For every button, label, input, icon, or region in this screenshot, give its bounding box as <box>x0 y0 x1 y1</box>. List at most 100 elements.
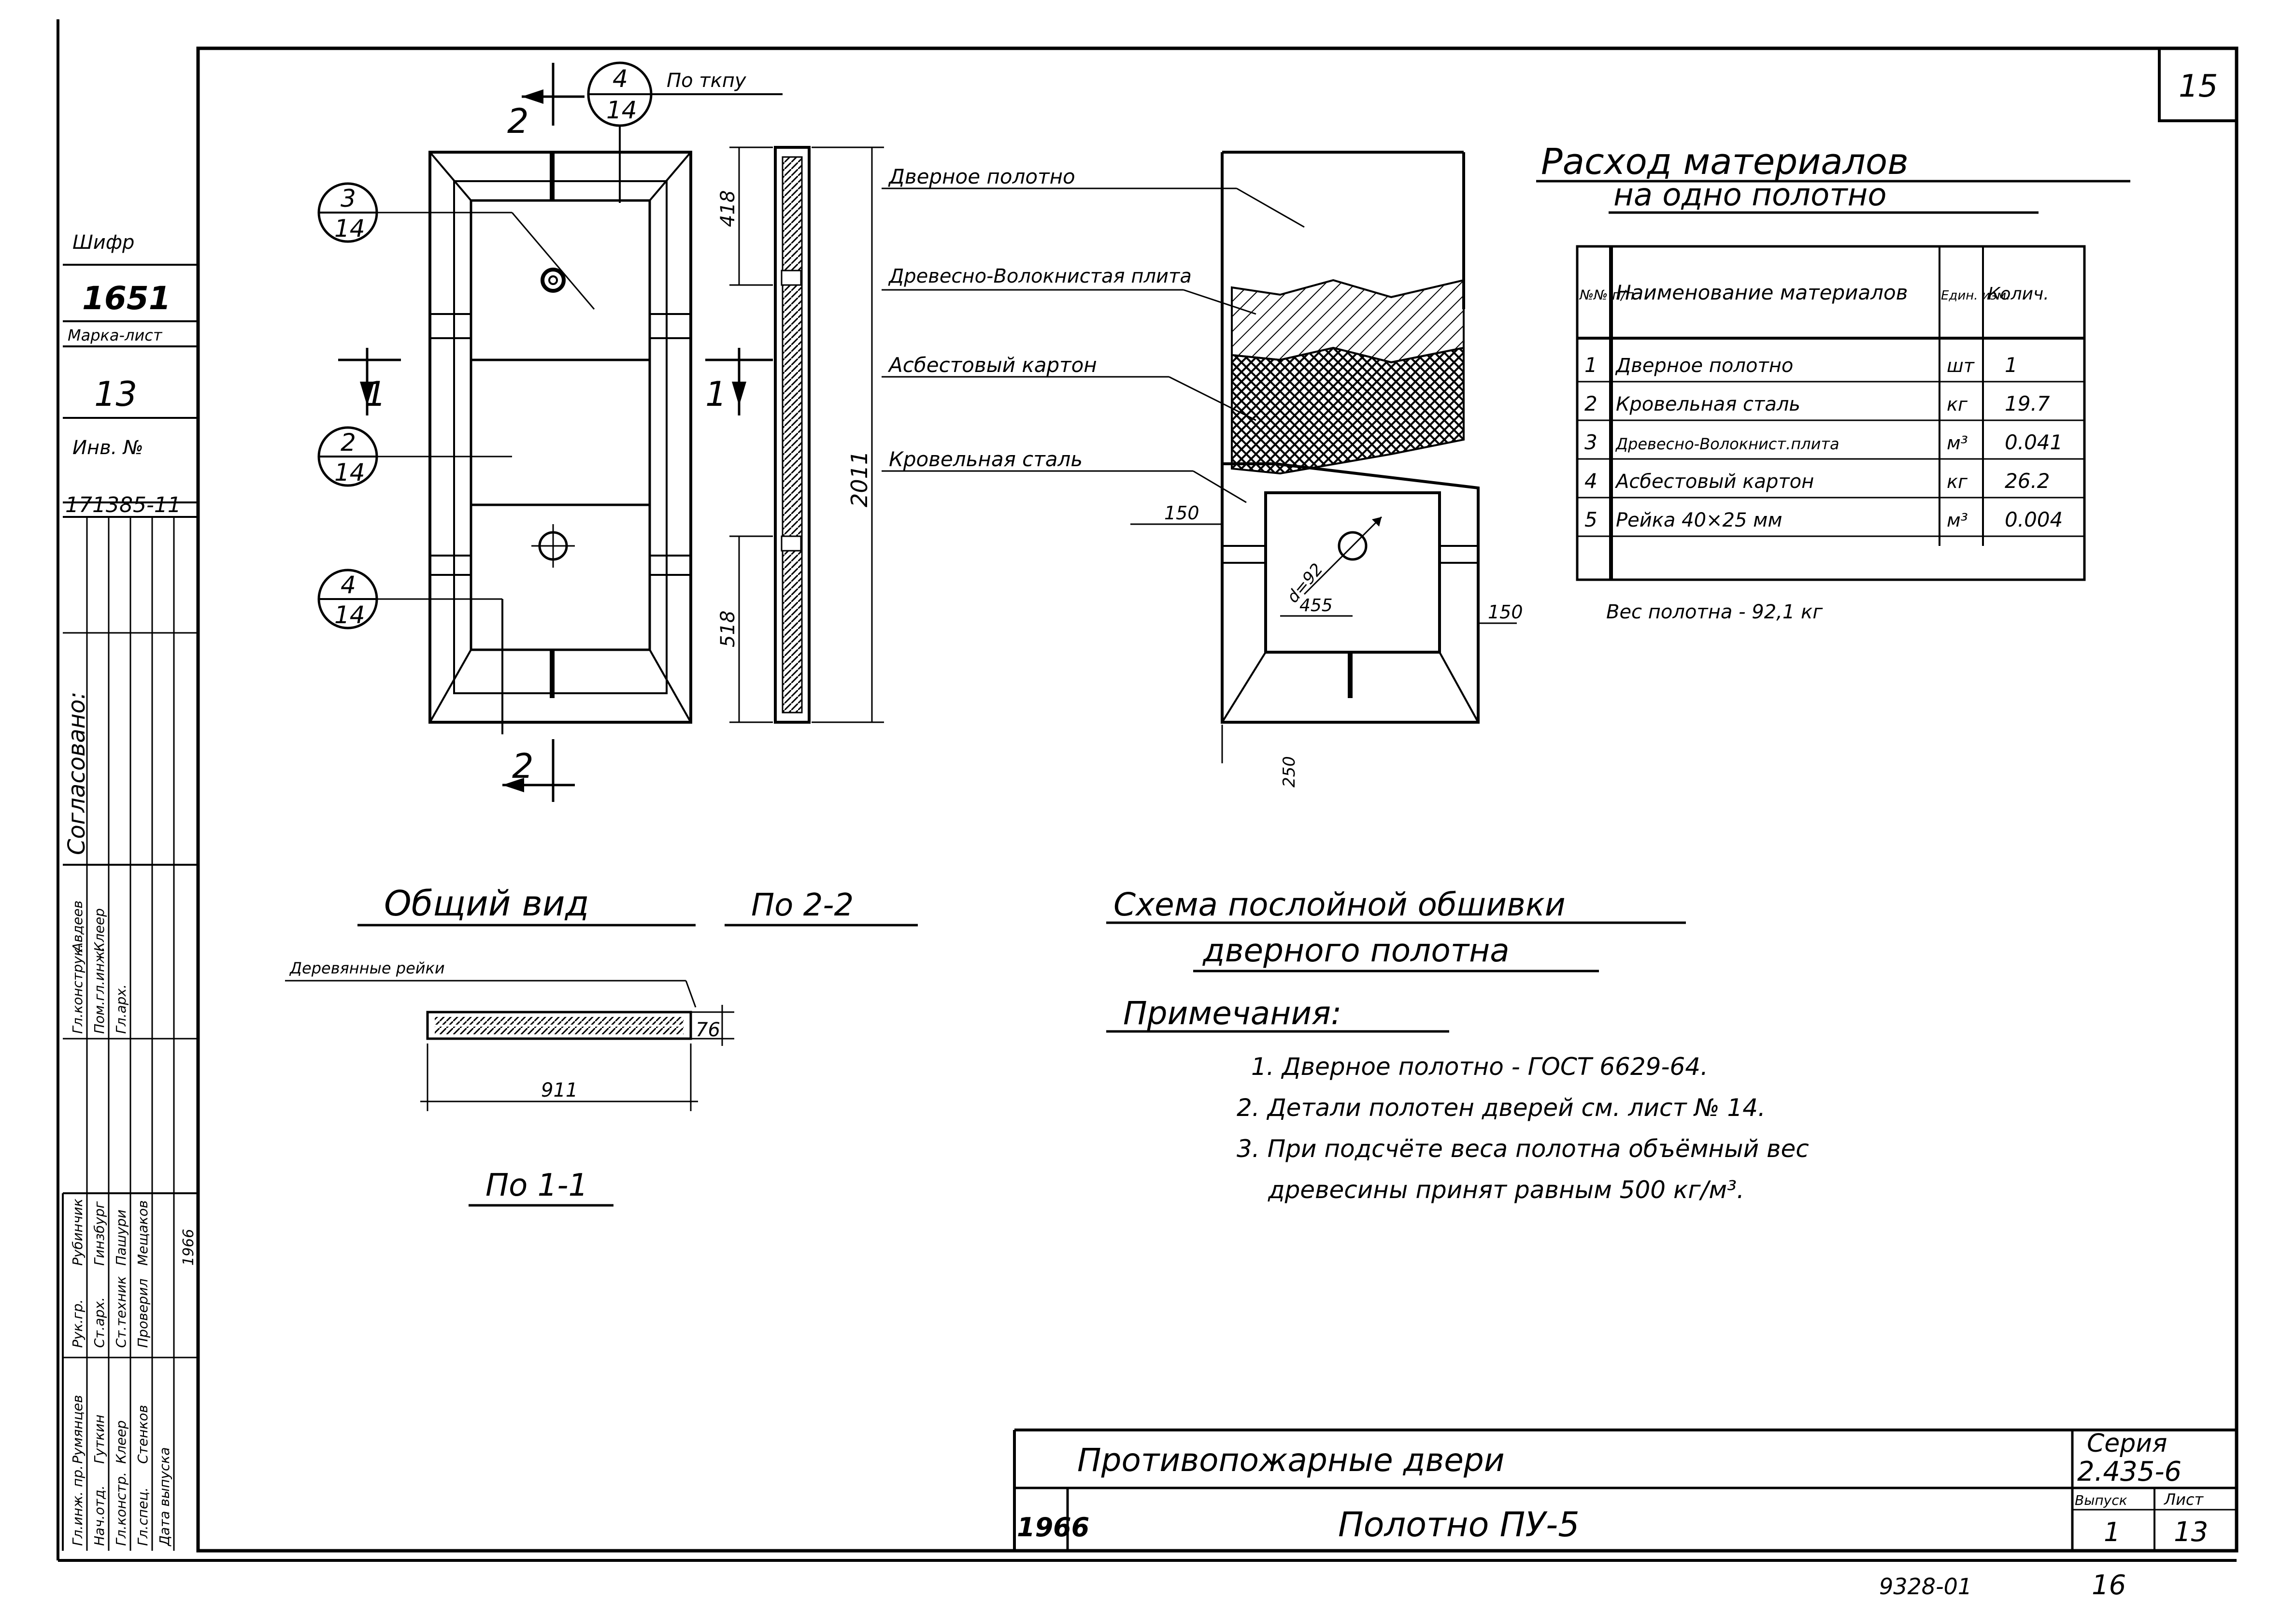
drawing-year: 1966 <box>1017 1512 1089 1543</box>
row-qty: 26.2 <box>2005 469 2050 493</box>
sheet-value: 13 <box>2174 1516 2208 1548</box>
node-3-num: 3 <box>341 185 356 213</box>
approval-name: Пашури <box>113 1210 129 1266</box>
series-value: 2.435-6 <box>2077 1456 2182 1487</box>
node-2-sheet: 14 <box>334 458 365 486</box>
cladding-scheme <box>882 151 1517 763</box>
title-block <box>1013 1429 2237 1551</box>
layer-label-steel: Кровельная сталь <box>889 447 1083 471</box>
door-front-view <box>428 151 692 724</box>
issue-label: Выпуск <box>2075 1492 2127 1508</box>
row-qty: 1 <box>2005 353 2018 377</box>
approval-role: Ст.техник <box>113 1276 129 1348</box>
footer-page: 16 <box>2092 1570 2126 1601</box>
materials-table <box>1576 245 2086 581</box>
th-name: Наименование материалов <box>1616 281 1908 304</box>
series-label: Серия <box>2087 1429 2167 1458</box>
dim-bottom-250: 250 <box>1280 756 1299 787</box>
layer-label-fiberboard: Древесно-Волокнистая плита <box>888 265 1192 287</box>
cut-mark-2-bottom <box>502 739 575 802</box>
approval-name: Авдеев <box>70 900 86 953</box>
po-1-1-label: По 1-1 <box>485 1168 588 1203</box>
node-4-bottom-num: 4 <box>341 571 356 599</box>
approval-role: Нач.отд. <box>91 1486 107 1546</box>
th-num: №№ п/п <box>1579 287 1634 303</box>
inv-label: Инв. № <box>72 437 143 459</box>
row-unit: кг <box>1947 394 1968 415</box>
note-1: 1. Дверное полотно - ГОСТ 6629-64. <box>1251 1053 1708 1081</box>
th-qty: Колич. <box>1988 284 2049 304</box>
door-side-section <box>729 146 884 724</box>
node-4-top-sheet: 14 <box>606 96 637 124</box>
row-unit: м³ <box>1947 510 1968 531</box>
row-qty: 0.004 <box>2005 508 2063 531</box>
sheet-frame <box>57 19 2239 1562</box>
approval-list: Гл.инж. пр.РумянцевНач.отд.ГуткинГл.конс… <box>70 900 172 1547</box>
layer-label-door: Дверное полотно <box>888 165 1075 188</box>
dim-hole-offset: 455 <box>1299 596 1333 615</box>
weight-note: Вес полотна - 92,1 кг <box>1606 601 1823 623</box>
approval-role: Рук.гр. <box>70 1299 86 1348</box>
materials-title-1: Расход материалов <box>1541 141 1909 183</box>
scheme-title-2: дверного полотна <box>1202 932 1510 969</box>
project-name: Противопожарные двери <box>1077 1442 1505 1479</box>
sheet-label: Лист <box>2164 1490 2204 1509</box>
cut-2-bottom-label: 2 <box>512 746 534 786</box>
cut-mark-1-right <box>705 348 773 415</box>
po-2-2-label: По 2-2 <box>751 887 854 923</box>
notes-heading: Примечания: <box>1123 995 1341 1032</box>
dim-150-left: 150 <box>1164 502 1199 524</box>
row-name: Дверное полотно <box>1615 355 1793 377</box>
approval-role: Гл.конструк. <box>70 943 86 1034</box>
drawing-name: Полотно ПУ-5 <box>1338 1505 1580 1544</box>
approval-role: Гл.инж. пр. <box>70 1465 86 1546</box>
node-2-num: 2 <box>341 429 356 457</box>
marka-label: Марка-лист <box>68 326 163 344</box>
inv-value: 171385-11 <box>65 493 181 517</box>
cut-1-right-label: 1 <box>705 374 727 414</box>
row-num: 5 <box>1584 508 1597 531</box>
section-2-2 <box>420 1005 734 1111</box>
row-num: 3 <box>1584 430 1597 454</box>
approval-role: Гл.арх. <box>113 984 129 1034</box>
row-qty: 0.041 <box>2005 430 2063 454</box>
row-unit: шт <box>1947 355 1975 376</box>
row-name: Асбестовый картон <box>1614 471 1814 493</box>
dim-bottom-panel: 518 <box>717 611 739 647</box>
approval-name: Клеер <box>113 1420 129 1464</box>
node-3-sheet: 14 <box>334 214 365 243</box>
node-callout-2-14 <box>317 426 512 487</box>
node-callout-4-14-bottom <box>317 569 503 734</box>
approval-year: 1966 <box>180 1229 197 1266</box>
approval-role: Проверил <box>135 1278 151 1348</box>
row-unit: м³ <box>1947 432 1968 454</box>
layer-label-asbestos: Асбестовый картон <box>887 353 1097 377</box>
dim-section-width: 911 <box>541 1079 578 1101</box>
th-unit: Един. изм. <box>1941 288 2010 303</box>
node-callout-3-14 <box>317 182 512 243</box>
dim-section-thickness: 76 <box>696 1019 720 1041</box>
node-4-bottom-sheet: 14 <box>334 601 365 629</box>
approval-role: Гл.спец. <box>135 1487 151 1546</box>
sheet-number: 15 <box>2179 69 2218 104</box>
marka-value: 13 <box>94 374 137 414</box>
cut-mark-1-left <box>338 348 401 415</box>
agreed-label: Согласовано: <box>63 691 90 855</box>
dim-150-right: 150 <box>1488 601 1523 623</box>
approval-role: Гл.констр. <box>113 1472 129 1546</box>
approval-name: Мещаков <box>135 1201 151 1266</box>
note-3: 3. При подсчёте веса полотна объёмный ве… <box>1237 1135 1809 1163</box>
note-2: 2. Детали полотен дверей см. лист № 14. <box>1237 1094 1766 1122</box>
row-qty: 19.7 <box>2005 392 2050 415</box>
cut-mark-2-top <box>522 63 585 126</box>
materials-title-2: на одно полотно <box>1613 177 1887 213</box>
footer-code: 9328-01 <box>1879 1573 1972 1600</box>
issue-value: 1 <box>2104 1517 2120 1547</box>
approval-role: Пом.гл.инж. <box>91 947 107 1034</box>
dim-top-panel: 418 <box>717 190 739 227</box>
row-name: Кровельная сталь <box>1616 393 1800 415</box>
row-name: Рейка 40×25 мм <box>1616 509 1783 531</box>
side-stamp <box>62 264 198 1551</box>
